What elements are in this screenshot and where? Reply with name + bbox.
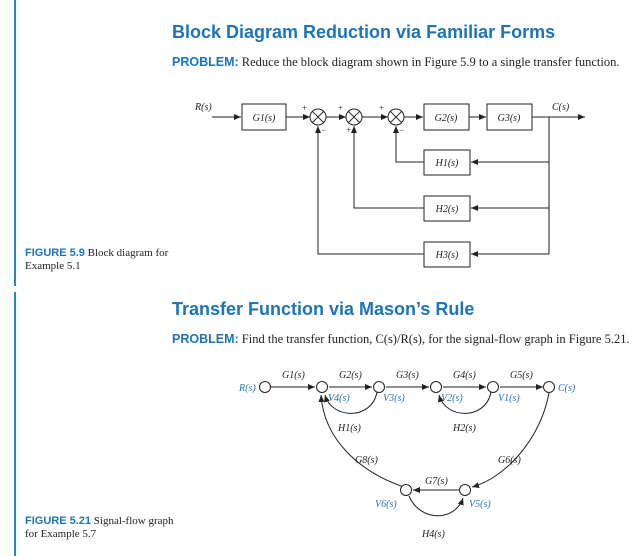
output-label-c: C(s) — [552, 102, 570, 113]
gain-label-g5: G5(s) — [510, 370, 533, 381]
section1-problem-label: PROBLEM: — [172, 55, 239, 69]
branch-h2 — [438, 391, 492, 414]
node-v5 — [459, 484, 471, 496]
block-h1 — [423, 149, 471, 176]
section2-rule — [14, 292, 16, 556]
block-label-g2: G2(s) — [435, 113, 458, 124]
node-label-v5: V5(s) — [469, 499, 491, 510]
block-label-g3: G3(s) — [498, 113, 521, 124]
section1-problem: PROBLEM: Reduce the block diagram shown … — [172, 55, 619, 70]
section1-caption: FIGURE 5.9 Block diagram for Example 5.1 — [25, 247, 175, 273]
branch-g6 — [471, 392, 550, 489]
node-v1 — [487, 381, 499, 393]
gain-label-g1: G1(s) — [282, 370, 305, 381]
branch-g8 — [318, 394, 405, 488]
branch-h1 — [324, 391, 378, 414]
section2-problem-label: PROBLEM: — [172, 332, 239, 346]
gain-label-h4: H4(s) — [421, 529, 445, 540]
block-label-h3: H3(s) — [435, 250, 459, 261]
input-label-r: R(s) — [194, 102, 212, 113]
block-label-h2: H2(s) — [435, 204, 459, 215]
section1-figure-label: FIGURE 5.9 — [25, 247, 85, 259]
block-g1 — [241, 103, 287, 131]
summing-junction-3 — [387, 108, 405, 126]
block-h2 — [423, 195, 471, 222]
section2-figure-label: FIGURE 5.21 — [25, 515, 92, 527]
section1-problem-text: Reduce the block diagram shown in Figure… — [238, 55, 620, 69]
gain-label-h2: H2(s) — [452, 423, 476, 434]
node-label-v1: V1(s) — [498, 393, 520, 404]
gain-label-g6: G6(s) — [498, 455, 521, 466]
section2-caption: FIGURE 5.21 Signal-flow graph for Exampl… — [25, 515, 175, 541]
block-diagram — [212, 103, 585, 268]
sign-sum1-minus: − — [321, 125, 326, 135]
section2-problem: PROBLEM: Find the transfer function, C(s… — [172, 332, 630, 347]
block-label-g1: G1(s) — [253, 113, 276, 124]
graph-input-label-r: R(s) — [238, 383, 256, 394]
gain-label-g3: G3(s) — [396, 370, 419, 381]
block-label-h1: H1(s) — [435, 158, 459, 169]
section2-problem-text: Find the transfer function, C(s)/R(s), f… — [238, 332, 630, 346]
gain-label-g7: G7(s) — [425, 476, 448, 487]
block-g3 — [486, 103, 533, 131]
section1-heading: Block Diagram Reduction via Familiar For… — [172, 22, 556, 42]
section1-figure-caption: Block diagram for Example 5.1 — [25, 247, 169, 272]
graph-output-label-c: C(s) — [558, 383, 576, 394]
node-v2 — [430, 381, 442, 393]
section2-figure-caption: Signal-flow graph for Example 5.7 — [25, 515, 174, 540]
block-g2 — [423, 103, 470, 131]
sign-sum2-plus-bottom: + — [346, 125, 351, 135]
gain-label-g8: G8(s) — [355, 455, 378, 466]
wire-h2-sum2 — [351, 126, 424, 209]
node-c — [543, 381, 555, 393]
gain-label-h1: H1(s) — [337, 423, 361, 434]
node-v4 — [316, 381, 328, 393]
block-h3 — [423, 241, 471, 268]
wire-h3-sum1 — [315, 126, 424, 255]
branch-h4 — [408, 495, 464, 517]
wire-h1-sum3 — [393, 126, 424, 163]
signal-flow-graph — [271, 384, 550, 517]
sign-sum3-plus: + — [379, 103, 384, 113]
node-label-v4: V4(s) — [328, 393, 350, 404]
node-r — [259, 381, 271, 393]
gain-label-g2: G2(s) — [339, 370, 362, 381]
node-label-v6: V6(s) — [375, 499, 397, 510]
node-label-v3: V3(s) — [383, 393, 405, 404]
section1-rule — [14, 0, 16, 286]
sign-sum1-plus: + — [302, 103, 307, 113]
summing-junction-1 — [309, 108, 327, 126]
section2-heading: Transfer Function via Mason’s Rule — [172, 299, 475, 319]
gain-label-g4: G4(s) — [453, 370, 476, 381]
node-v3 — [373, 381, 385, 393]
summing-junction-2 — [345, 108, 363, 126]
sign-sum2-plus-left: + — [338, 103, 343, 113]
node-label-v2: V2(s) — [441, 393, 463, 404]
sign-sum3-minus: − — [399, 125, 404, 135]
node-v6 — [400, 484, 412, 496]
